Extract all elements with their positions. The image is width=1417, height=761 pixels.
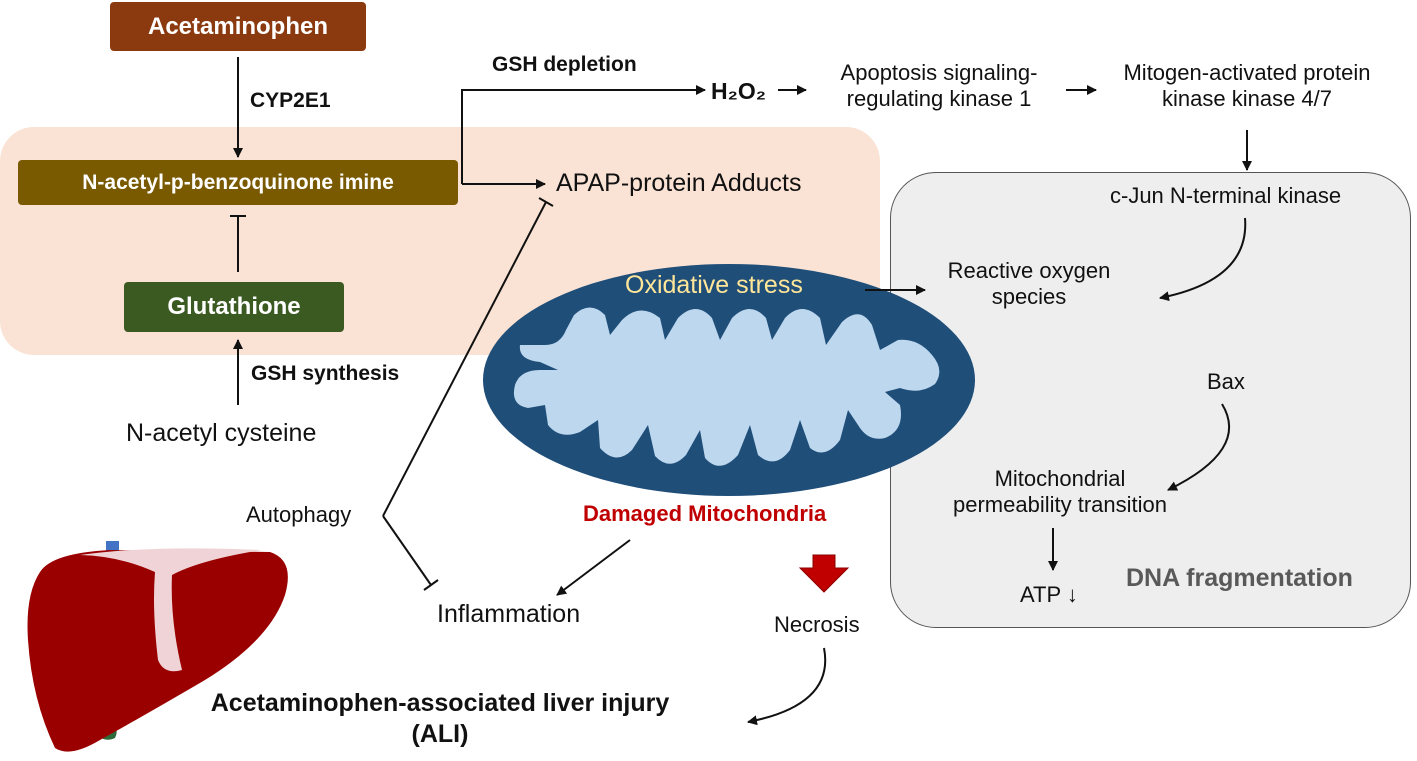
napqi-box: N-acetyl-p-benzoquinone imine xyxy=(18,160,458,205)
acetaminophen-box: Acetaminophen xyxy=(110,2,366,51)
necrosis-label: Necrosis xyxy=(774,612,860,637)
mitochondrion-cristae xyxy=(513,307,940,466)
arrow-jnk-ros xyxy=(1159,217,1247,302)
mkk-label: Mitogen-activated protein kinase kinase … xyxy=(1123,60,1371,112)
bax-label: Bax xyxy=(1207,369,1245,394)
inflammation-label: Inflammation xyxy=(437,600,581,628)
n-acetyl-cysteine-label: N-acetyl cysteine xyxy=(126,419,317,447)
ask1-label: Apoptosis signaling- regulating kinase 1 xyxy=(840,60,1038,112)
liver-ligament xyxy=(80,548,262,672)
necrosis-red-arrow xyxy=(798,554,850,593)
gsh-synthesis-label: GSH synthesis xyxy=(251,362,400,385)
h2o2-label: H₂O₂ xyxy=(711,78,766,104)
inhibit-autophagy-inflammation xyxy=(382,515,432,586)
arrow-gsh-depletion xyxy=(461,85,706,184)
inhibit-autophagy-adducts xyxy=(382,201,547,517)
arrow-necrosis-ali xyxy=(747,647,827,726)
damaged-mitochondria-label: Damaged Mitochondria xyxy=(583,501,827,526)
arrow-bax-mpt xyxy=(1167,403,1231,491)
autophagy-label: Autophagy xyxy=(246,502,352,527)
arrow-mito-inflammation xyxy=(556,539,631,596)
jnk-label: c-Jun N-terminal kinase xyxy=(1110,183,1342,208)
glutathione-box: Glutathione xyxy=(124,282,344,332)
nucleus-region xyxy=(890,172,1411,628)
atp-label: ATP ↓ xyxy=(1020,582,1078,607)
ros-label: Reactive oxygen species xyxy=(947,258,1111,310)
ali-label: Acetaminophen-associated liver injury (A… xyxy=(210,689,670,749)
apap-adducts-label: APAP-protein Adducts xyxy=(556,169,802,197)
gsh-depletion-label: GSH depletion xyxy=(492,53,637,76)
oxidative-stress-label: Oxidative stress xyxy=(625,271,803,299)
dna-fragmentation-label: DNA fragmentation xyxy=(1126,564,1353,592)
mpt-label: Mitochondrial permeability transition xyxy=(953,466,1167,518)
liver-marker-square xyxy=(106,541,119,553)
cyp2e1-label: CYP2E1 xyxy=(250,89,331,112)
